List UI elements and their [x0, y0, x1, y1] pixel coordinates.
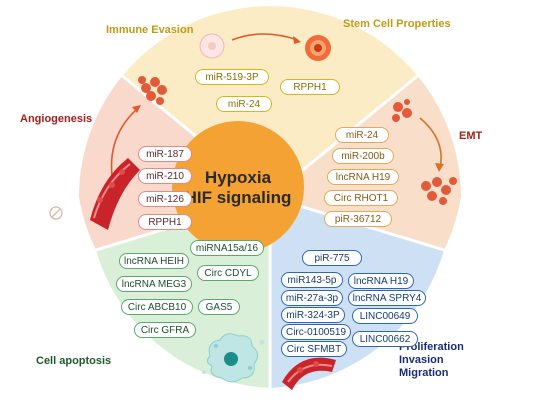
pill-angiogenesis: miR-210: [138, 168, 192, 184]
arrow-immune-to-stem: [231, 33, 299, 41]
pill-angiogenesis: RPPH1: [138, 214, 192, 230]
pill-proliferation: lncRNA H19: [348, 273, 414, 289]
center-circle: [172, 121, 304, 253]
arrow-angiogenesis: [110, 107, 139, 176]
pill-apoptosis: lncRNA MEG3: [116, 276, 192, 292]
pill-proliferation: Circ-0100519: [281, 324, 351, 340]
pill-apoptosis: GAS5: [198, 299, 240, 315]
blood-vessel-icon-left: [90, 158, 140, 230]
pill-angiogenesis: miR-126: [138, 191, 192, 207]
title-angiogenesis: Angiogenesis: [20, 113, 93, 125]
pill-emt: miR-24: [335, 127, 389, 143]
emt-cluster-icon-top: [392, 99, 412, 122]
arrow-emt: [419, 117, 442, 169]
pill-proliferation: Circ SFMBT: [281, 341, 347, 357]
pill-emt: lncRNA H19: [327, 169, 399, 185]
immune-cell-icon: [199, 33, 225, 59]
pill-proliferation: LINC00649: [352, 308, 418, 324]
stem-cell-icon: [305, 35, 331, 61]
title-emt: EMT: [459, 130, 483, 142]
blood-vessel-icon-right: [282, 357, 336, 390]
pill-apoptosis: lncRNA HEIH: [119, 253, 189, 269]
pill-proliferation: LINC00662: [352, 331, 418, 347]
title-cell-apoptosis: Cell apoptosis: [36, 355, 112, 367]
pill-proliferation: piR-775: [302, 250, 362, 266]
pill-proliferation: lncRNA SPRY4: [348, 290, 426, 306]
pill-apoptosis: miRNA15a/16: [190, 240, 264, 256]
pill-proliferation: miR143-5p: [281, 272, 343, 288]
pill-top: miR-24: [216, 96, 272, 112]
pill-apoptosis: Circ GFRA: [134, 322, 196, 338]
pill-angiogenesis: miR-187: [138, 146, 192, 162]
pill-top: miR-519-3P: [195, 69, 269, 85]
pill-emt: piR-36712: [324, 211, 392, 227]
prohibited-icon: [49, 206, 63, 220]
title-invasion: Invasion: [399, 354, 444, 366]
title-migration: Migration: [399, 367, 449, 379]
apoptotic-cell-icon: [202, 333, 265, 383]
center-title-line1: Hypoxia: [204, 168, 272, 187]
center-title-line2: HIF signaling: [184, 188, 292, 207]
emt-cluster-icon-bottom: [421, 177, 457, 205]
title-immune-evasion: Immune Evasion: [106, 24, 194, 36]
pill-top: RPPH1: [280, 79, 340, 95]
pill-emt: miR-200b: [332, 148, 394, 164]
pill-emt: Circ RHOT1: [324, 190, 398, 206]
pill-proliferation: miR-324-3P: [281, 307, 345, 323]
tumor-cluster-icon-left: [138, 76, 167, 105]
pill-proliferation: miR-27a-3p: [281, 290, 343, 306]
pill-apoptosis: Circ CDYL: [197, 265, 259, 281]
title-stem-cell-properties: Stem Cell Properties: [343, 18, 451, 30]
center-title: Hypoxia HIF signaling: [162, 168, 314, 208]
pill-apoptosis: Circ ABCB10: [121, 299, 193, 315]
title-proliferation-block: Proliferation Invasion Migration: [399, 341, 464, 380]
